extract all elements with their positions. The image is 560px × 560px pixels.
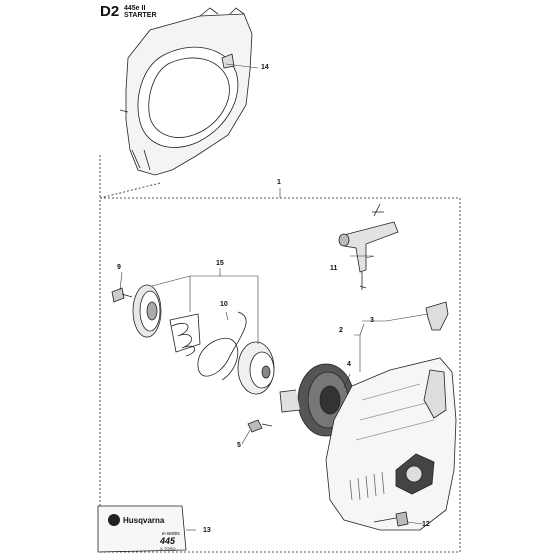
decal-model: 445	[159, 536, 176, 546]
bushing-part-3	[425, 301, 449, 331]
callout-1: 1	[277, 179, 281, 186]
starter-cover-part	[325, 357, 457, 531]
decal-part-13: Husqvarna e-series 445 X-TORQ	[97, 505, 187, 553]
section-title: STARTER	[124, 12, 157, 19]
assembly-boundary	[99, 197, 461, 553]
brand-logo-icon	[108, 514, 120, 526]
screw-part-12	[373, 511, 409, 527]
pulley-part	[132, 284, 162, 338]
callout-3: 3	[370, 317, 374, 324]
decal-brand: Husqvarna	[123, 516, 165, 525]
callout-4: 4	[347, 361, 351, 368]
callout-12: 12	[422, 521, 430, 528]
decal-subtext: e-series	[162, 531, 180, 537]
starter-cord-part	[197, 311, 247, 381]
screw-part-9	[111, 287, 133, 303]
spring-part	[169, 313, 201, 357]
model-label: 445e II	[124, 5, 146, 12]
callout-15: 15	[216, 260, 224, 267]
callout-2: 2	[339, 327, 343, 334]
fan-housing-part	[119, 7, 253, 176]
starter-handle-part	[338, 203, 399, 290]
callout-10: 10	[220, 301, 228, 308]
callout-5: 5	[237, 442, 241, 449]
screw-part-5	[247, 419, 273, 433]
callout-14: 14	[261, 64, 269, 71]
decal-torq: X-TORQ	[160, 546, 175, 551]
reel-part	[237, 341, 275, 395]
callout-13: 13	[203, 527, 211, 534]
page-code: D2	[100, 3, 120, 20]
callout-9: 9	[117, 264, 121, 271]
callout-11: 11	[330, 265, 338, 272]
